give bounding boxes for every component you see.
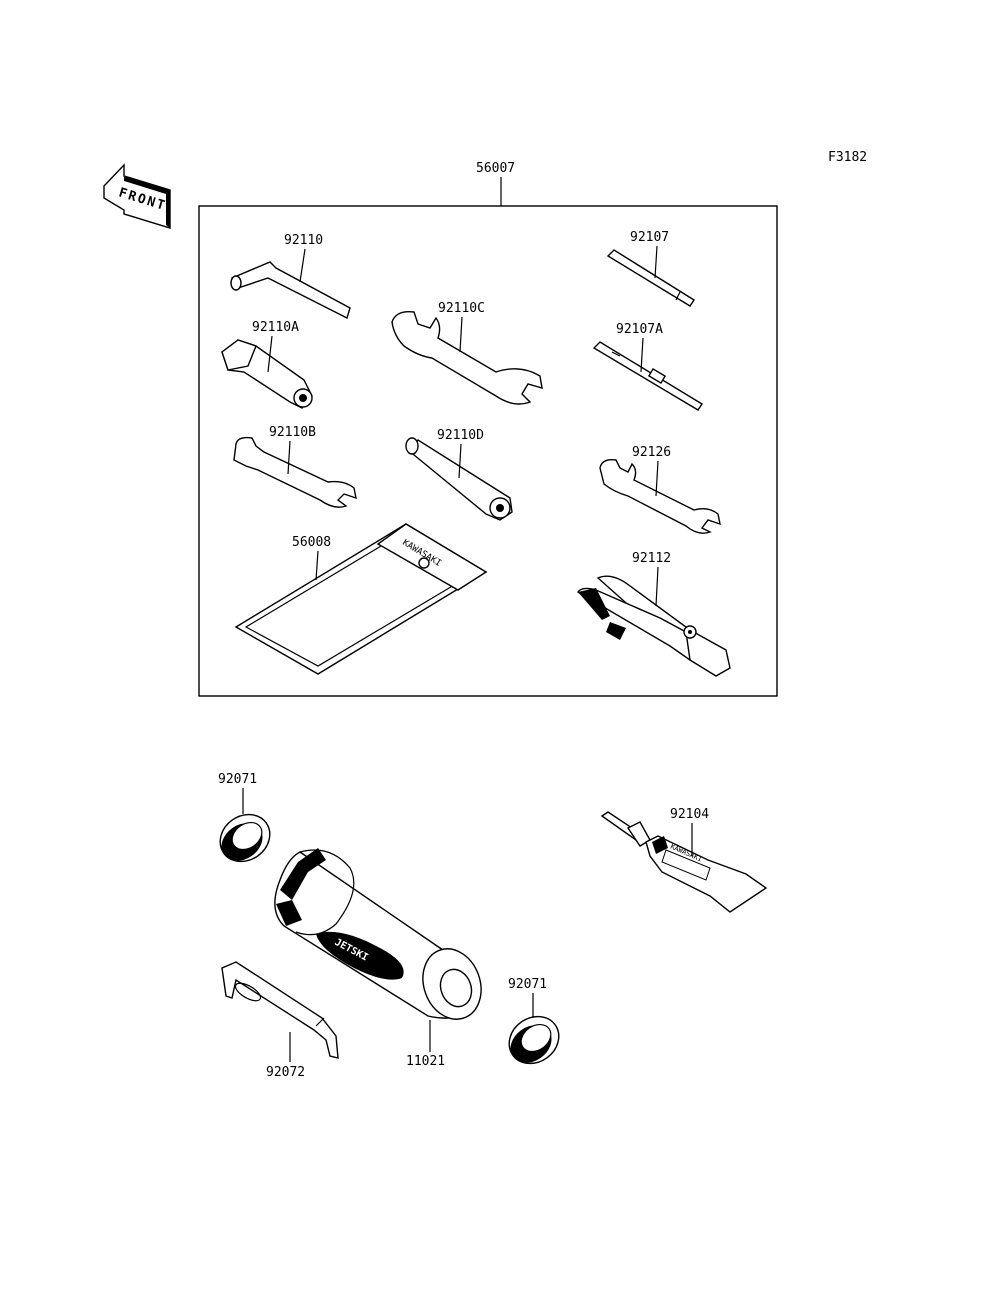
part-label-92104: 92104: [670, 807, 709, 822]
part-92107a-double-bit: 92107A: [592, 322, 703, 411]
kit-number-label: 56007: [476, 161, 515, 176]
part-label-92107: 92107: [630, 230, 669, 245]
figure-code: F3182: [828, 150, 867, 165]
part-label-92110a: 92110A: [252, 320, 299, 335]
part-label-56008: 56008: [292, 535, 331, 550]
part-56008-tool-bag: KAWASAKI 56008: [234, 523, 488, 675]
part-label-92110c: 92110C: [438, 301, 485, 316]
part-label-92126: 92126: [632, 445, 671, 460]
part-label-92107a: 92107A: [616, 322, 663, 337]
part-92104-grease-tube: KAWASAKI 92104: [600, 807, 768, 913]
part-92110a-box-wrench: 92110A: [221, 320, 313, 409]
part-92110c-wrench: 92110C: [391, 301, 543, 405]
part-92071-seal-ring-bottom: 92071: [508, 977, 560, 1065]
part-label-92071-bottom: 92071: [508, 977, 547, 992]
part-label-92072: 92072: [266, 1065, 305, 1080]
part-92110-hex-key: 92110: [230, 233, 351, 320]
part-92107-screwdriver: 92107: [606, 230, 695, 307]
front-arrow-icon: FRONT: [103, 163, 171, 229]
part-92112-pliers: 92112: [577, 551, 731, 677]
part-11021-filter: JETSKI 11021: [274, 848, 482, 1069]
part-92126-wrench: 92126: [599, 445, 721, 534]
part-label-92110b: 92110B: [269, 425, 316, 440]
tool-kit-frame: [198, 205, 778, 697]
part-label-92110: 92110: [284, 233, 323, 248]
part-92110d-plug-wrench: 92110D: [405, 428, 513, 521]
part-label-11021: 11021: [406, 1054, 445, 1069]
part-92072-clamp: 92072: [221, 961, 339, 1080]
part-label-92112: 92112: [632, 551, 671, 566]
part-92110b-wrench: 92110B: [233, 425, 357, 508]
part-label-92071-top: 92071: [218, 772, 257, 787]
part-label-92110d: 92110D: [437, 428, 484, 443]
part-92071-seal-ring-top: 92071: [218, 772, 271, 863]
